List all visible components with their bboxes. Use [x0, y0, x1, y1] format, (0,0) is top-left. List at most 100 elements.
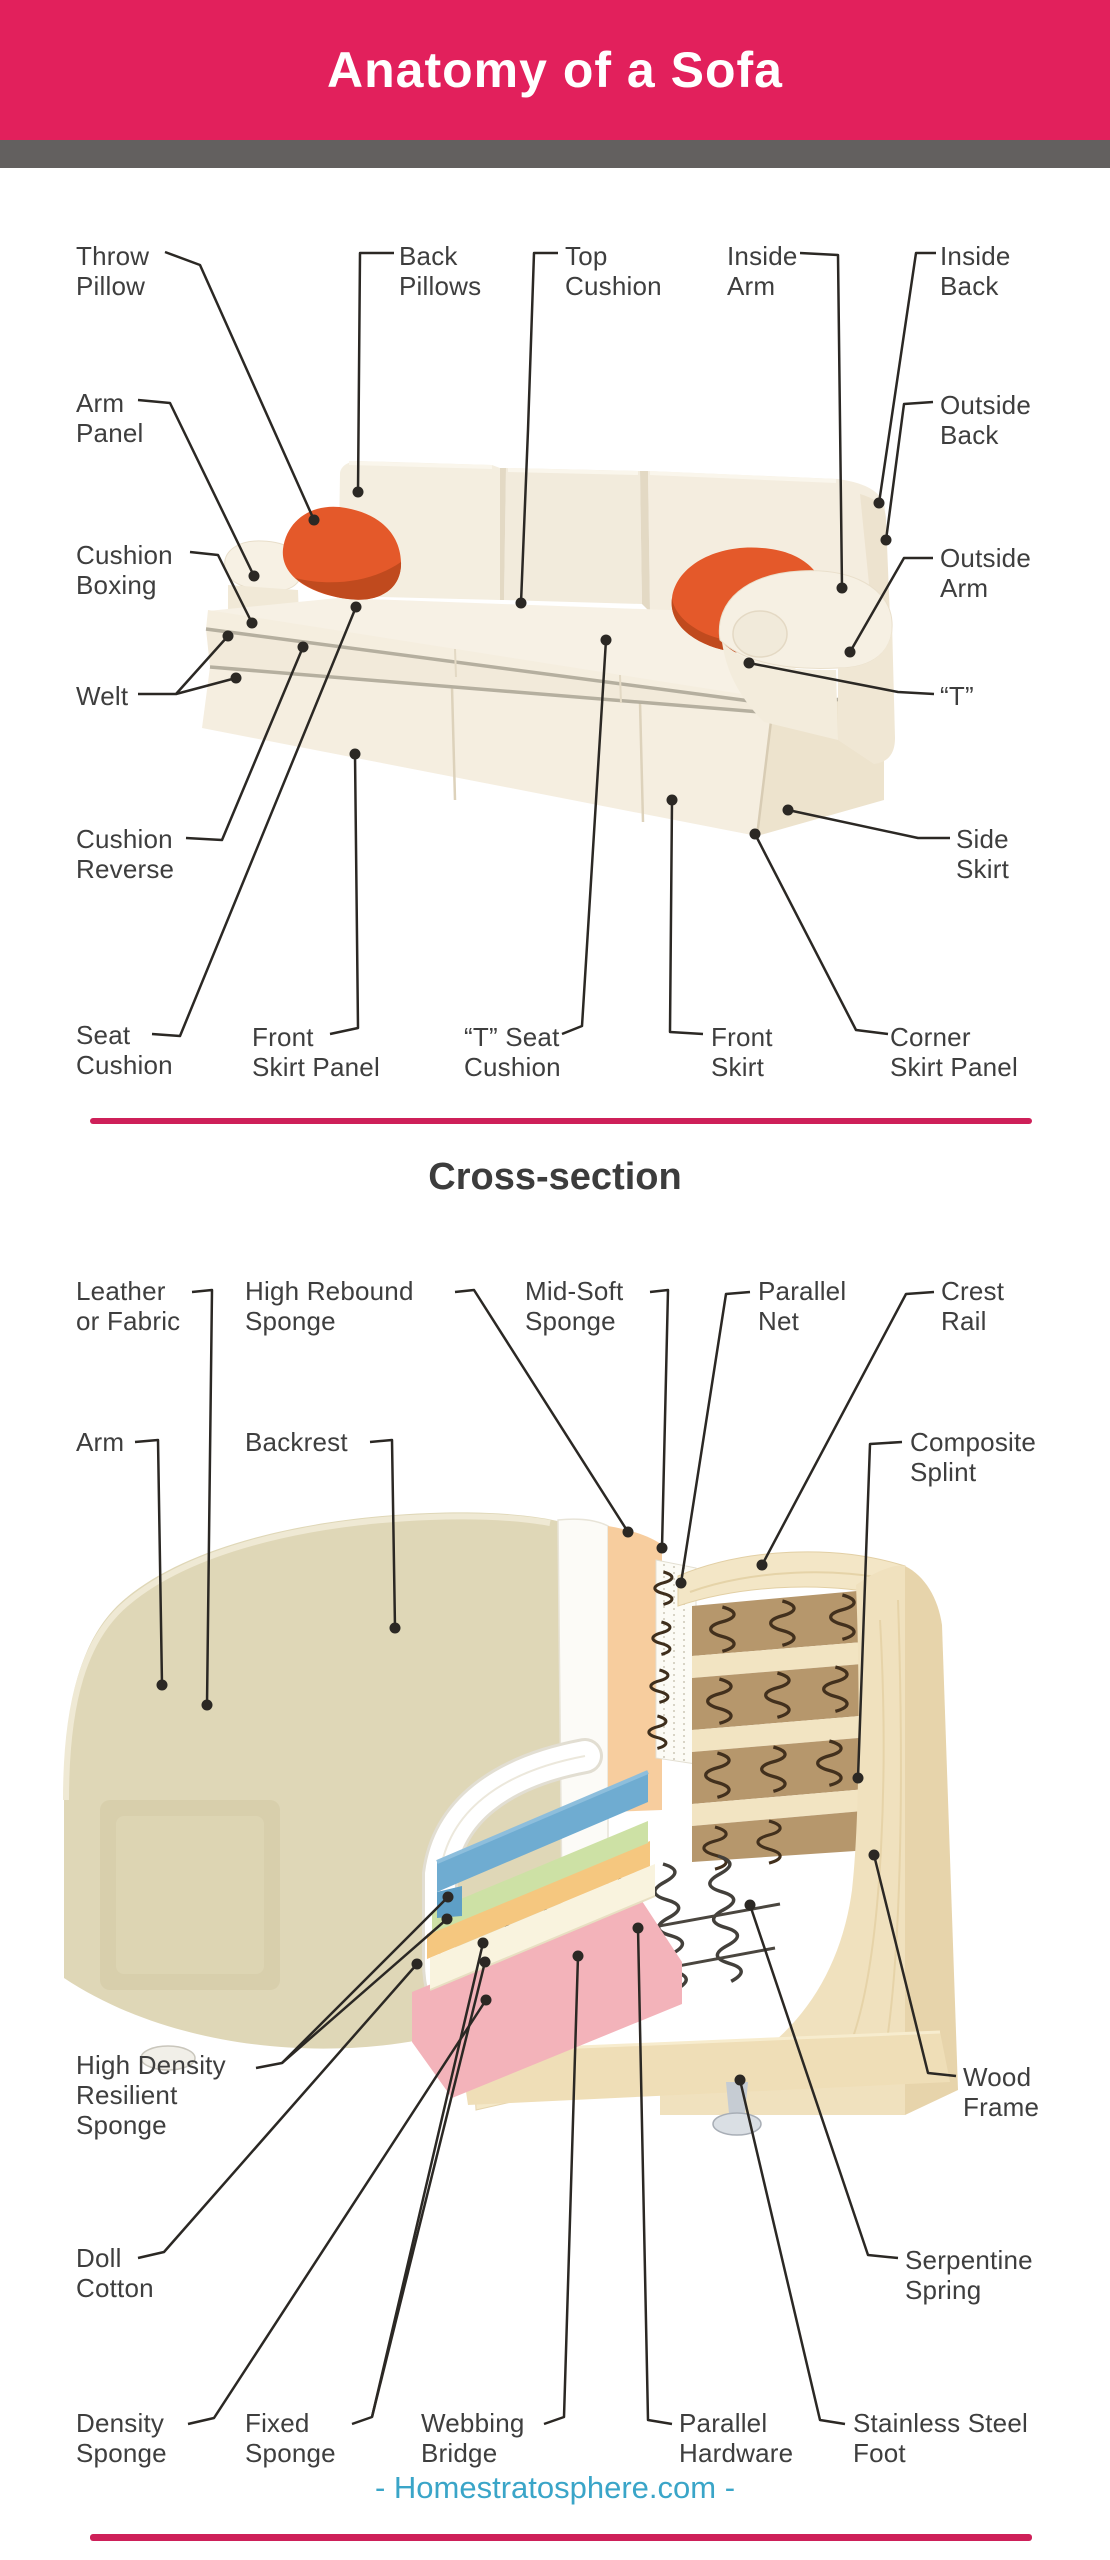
label-seat-cushion: Seat Cushion	[76, 1020, 173, 1080]
bottom-border-line	[90, 2534, 1032, 2541]
xs-left-foot	[140, 2045, 196, 2071]
xs-midsoft-band	[608, 1526, 662, 1812]
leader-stainless-steel-foot	[738, 2079, 846, 2426]
deck-band	[206, 629, 772, 713]
leader-inside-back	[877, 251, 936, 504]
sofa-illustration	[202, 461, 895, 837]
xs-sponge-green	[432, 1821, 648, 1933]
label-front-skirt-panel: Front Skirt Panel	[252, 1022, 380, 1082]
xs-spring-panel-4	[692, 1810, 874, 1862]
leader-outside-back	[884, 400, 934, 541]
label-high-rebound-sponge: High Rebound Sponge	[245, 1276, 414, 1336]
leader-seat-cushion	[151, 606, 358, 1038]
leader-high-rebound-sponge	[454, 1288, 630, 1533]
right-arm-roll-cap	[732, 610, 788, 658]
leader-t	[748, 661, 935, 696]
label-welt: Welt	[76, 681, 129, 711]
cross-section-callout-dots	[156, 1526, 880, 2086]
outside-back-shade	[860, 494, 890, 618]
label-side-skirt: Side Skirt	[956, 824, 1009, 884]
leader-high-density-b	[281, 1918, 448, 2064]
xs-density-sponge-pink	[412, 1898, 682, 2098]
cross-section-illustration	[63, 1512, 958, 2136]
label-mid-soft-sponge: Mid-Soft Sponge	[525, 1276, 624, 1336]
page-title: Anatomy of a Sofa	[327, 42, 783, 98]
leader-doll-cotton	[137, 1963, 418, 2260]
label-doll-cotton: Doll Cotton	[76, 2243, 154, 2303]
label-serpentine-spring: Serpentine Spring	[905, 2245, 1033, 2305]
xs-wood-side-outer	[905, 1566, 958, 2115]
section-divider	[90, 1118, 1032, 1124]
header-divider-bar	[0, 140, 1110, 168]
cushion-boxing-band	[206, 610, 750, 701]
leader-arm	[134, 1438, 164, 1686]
label-outside-arm: Outside Arm	[940, 543, 1032, 603]
header: Anatomy of a Sofa	[0, 0, 1110, 140]
leader-front-skirt-panel	[329, 753, 360, 1036]
back-cushion-middle	[504, 468, 642, 604]
xs-spring-panel-2	[692, 1662, 886, 1730]
right-arm-outer	[838, 622, 895, 764]
xs-slat-1	[692, 1640, 888, 1678]
label-density-sponge: Density Sponge	[76, 2408, 167, 2468]
label-outside-back: Outside Back	[940, 390, 1032, 450]
label-crest-rail: Crest Rail	[941, 1276, 1005, 1336]
label-t-seat-cushion: “T” Seat Cushion	[464, 1022, 561, 1082]
sofa-leader-lines	[137, 250, 950, 1038]
leader-fixed-sponge-b	[370, 1961, 487, 2418]
xs-bottom-rail	[460, 2032, 950, 2105]
leader-backrest	[369, 1438, 397, 1629]
label-fixed-sponge: Fixed Sponge	[245, 2408, 336, 2468]
leader-inside-arm	[799, 251, 844, 589]
leader-leather-or-fabric	[191, 1288, 214, 1706]
label-parallel-hardware: Parallel Hardware	[679, 2408, 794, 2468]
leader-serpentine-spring	[748, 1904, 899, 2260]
label-front-skirt: Front Skirt	[711, 1022, 773, 1082]
label-parallel-net: Parallel Net	[758, 1276, 847, 1336]
footer-site-link[interactable]: - Homestratosphere.com -	[374, 2470, 736, 2505]
xs-steel-foot-base	[712, 2112, 762, 2136]
leader-corner-skirt-panel	[753, 833, 889, 1036]
label-throw-pillow: Throw Pillow	[76, 241, 150, 301]
label-wood-frame: Wood Frame	[963, 2062, 1040, 2122]
leader-cushion-reverse	[185, 646, 305, 842]
leader-mid-soft-sponge	[649, 1288, 670, 1549]
xs-sponge-orange	[427, 1841, 650, 1959]
leader-composite-splint	[856, 1440, 903, 1779]
label-t: “T”	[940, 681, 974, 711]
front-skirt-face	[202, 667, 772, 836]
label-backrest: Backrest	[245, 1427, 348, 1457]
label-webbing-bridge: Webbing Bridge	[421, 2408, 525, 2468]
xs-spring-panel-1	[692, 1588, 890, 1656]
xs-wood-side-panel	[660, 1565, 905, 2115]
label-cushion-boxing: Cushion Boxing	[76, 540, 173, 600]
leader-cushion-boxing	[189, 550, 254, 624]
leader-parallel-net	[679, 1290, 751, 1584]
label-inside-back: Inside Back	[940, 241, 1011, 301]
leader-back-pillows	[356, 251, 394, 493]
leader-parallel-hardware	[636, 1927, 673, 2426]
leader-arm-panel	[137, 398, 256, 577]
xs-sponge-blue	[437, 1772, 648, 1892]
label-top-cushion: Top Cushion	[565, 241, 662, 301]
label-arm-panel: Arm Panel	[76, 388, 144, 448]
label-stainless-steel-foot: Stainless Steel Foot	[853, 2408, 1028, 2468]
xs-slat-3	[692, 1788, 878, 1826]
label-back-pillows: Back Pillows	[399, 241, 482, 301]
sofa-callout-dots	[222, 486, 892, 840]
leader-outside-arm	[848, 556, 933, 653]
welt-line-upper	[205, 627, 751, 703]
label-inside-arm: Inside Arm	[727, 241, 798, 301]
label-arm: Arm	[76, 1427, 125, 1457]
label-composite-splint: Composite Splint	[910, 1427, 1037, 1487]
leader-throw-pillow	[164, 250, 316, 521]
cross-section-heading: Cross-section	[428, 1156, 682, 1198]
leader-wood-frame	[872, 1854, 957, 2078]
leader-side-skirt	[787, 808, 950, 840]
leader-density-sponge	[187, 1999, 488, 2426]
leader-webbing-bridge	[543, 1955, 580, 2426]
leader-top-cushion	[519, 251, 558, 604]
leader-t-seat-cushion	[561, 639, 608, 1036]
